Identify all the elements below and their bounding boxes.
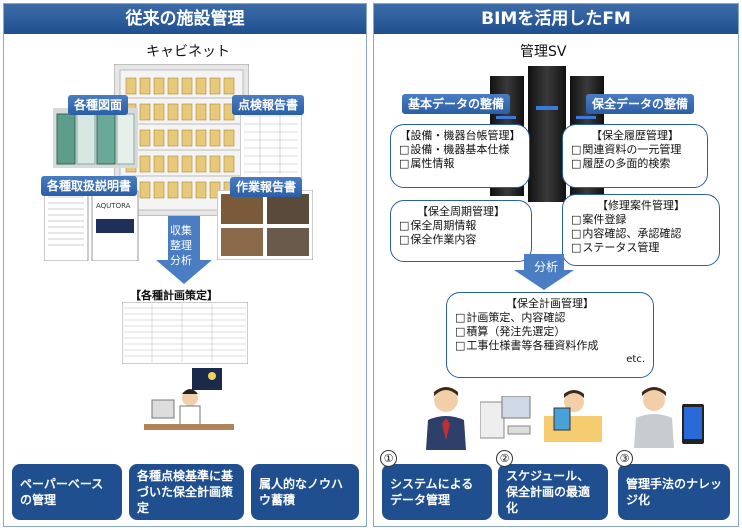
worker-image [634, 387, 674, 448]
maintenance-cycle-line-2: 保全作業内容 [399, 233, 523, 247]
equipment-ledger-box: 【設備・機器台帳管理】 設備・機器基本仕様 属性情報 [390, 124, 530, 188]
maintenance-history-title: 【保全履歴管理】 [591, 129, 679, 142]
right-bottom-box-3: 管理手法のナレッジ化 [618, 464, 730, 520]
manuals-image [44, 189, 139, 261]
left-panel: 従来の施設管理 キャビネット 各種図面 [3, 3, 367, 527]
right-bottom-box-3-number: ③ [616, 450, 633, 467]
left-bottom-box-2-text: 各種点検基準に基づいた保全計画策定 [137, 469, 234, 515]
right-panel: BIMを活用したFM 管理SV 基本データの整備 保全データの整備 【設備・機器… [373, 3, 739, 527]
right-bottom-box-3-text: 管理手法のナレッジ化 [626, 477, 723, 507]
right-bottom-box-1-text: システムによるデータ管理 [390, 477, 474, 507]
collect-label-1: 収集 [170, 224, 192, 237]
inspection-report-image [240, 108, 302, 178]
maintenance-data-callout: 保全データの整備 [586, 94, 695, 114]
maintenance-cycle-title: 【保全周期管理】 [417, 205, 505, 218]
analysis-label: 分析 [534, 260, 559, 274]
maintenance-plan-title: 【保全計画管理】 [506, 297, 594, 310]
maintenance-plan-line-1: 計画策定、内容確認 [455, 311, 645, 325]
repair-case-line-3: ステータス管理 [571, 241, 711, 255]
right-bottom-box-2-text: スケジュール、保全計画の最適化 [506, 469, 591, 515]
plan-title: 【各種計画策定】 [130, 289, 218, 302]
equipment-ledger-line-2: 属性情報 [399, 157, 521, 171]
left-bottom-box-3: 属人的なノウハウ蓄積 [251, 464, 359, 520]
plan-document-image [122, 302, 248, 364]
repair-case-box: 【修理案件管理】 案件登録 内容確認、承認確認 ステータス管理 [562, 194, 720, 266]
maintenance-plan-line-2: 積算（発注先選定） [455, 325, 645, 339]
maintenance-plan-etc: etc. [626, 354, 645, 365]
left-bottom-box-1: ペーパーベースの管理 [12, 464, 122, 520]
maintenance-cycle-line-1: 保全周期情報 [399, 219, 523, 233]
collect-label-2: 整理 [170, 239, 192, 252]
left-bottom-box-1-text: ペーパーベースの管理 [20, 477, 104, 507]
worker-at-desk-image [144, 368, 234, 430]
smartphone-image [682, 404, 704, 444]
cabinet-image [114, 64, 249, 216]
basic-data-callout: 基本データの整備 [402, 94, 511, 114]
maintenance-history-line-1: 関連資料の一元管理 [571, 143, 699, 157]
left-bottom-box-3-text: 属人的なノウハウ蓄積 [259, 477, 344, 507]
cabinet-label: キャビネット [146, 44, 230, 60]
maintenance-history-box: 【保全履歴管理】 関連資料の一元管理 履歴の多面的検索 [562, 124, 708, 188]
businessman-image [426, 387, 466, 450]
right-bottom-box-2: スケジュール、保全計画の最適化 [498, 464, 608, 520]
maintenance-cycle-box: 【保全周期管理】 保全周期情報 保全作業内容 [390, 200, 532, 262]
work-report-callout: 作業報告書 [230, 177, 303, 197]
left-panel-title: 従来の施設管理 [4, 4, 366, 34]
inspection-report-callout: 点検報告書 [232, 95, 305, 115]
manual-cover-text: AQUTORA [96, 202, 131, 210]
collect-arrow [156, 216, 212, 284]
server-label: 管理SV [520, 44, 567, 60]
right-panel-title: BIMを活用したFM [374, 4, 738, 34]
computer-image [480, 396, 531, 439]
collect-label-3: 分析 [170, 254, 192, 267]
drawings-image [53, 108, 138, 168]
maintenance-history-line-2: 履歴の多面的検索 [571, 157, 699, 171]
repair-case-line-1: 案件登録 [571, 213, 711, 227]
drawings-callout: 各種図面 [68, 95, 129, 115]
right-bottom-box-1-number: ① [380, 450, 397, 467]
repair-case-line-2: 内容確認、承認確認 [571, 227, 711, 241]
equipment-ledger-line-1: 設備・機器基本仕様 [399, 143, 521, 157]
manuals-callout: 各種取扱説明書 [41, 176, 138, 196]
repair-case-title: 【修理案件管理】 [597, 199, 685, 212]
tablet-user-image [544, 390, 602, 442]
analysis-arrow [514, 254, 574, 290]
right-bottom-box-2-number: ② [496, 450, 513, 467]
maintenance-plan-box: 【保全計画管理】 計画策定、内容確認 積算（発注先選定） 工事仕様書等各種資料作… [446, 292, 654, 378]
equipment-ledger-title: 【設備・機器台帳管理】 [399, 129, 521, 142]
left-bottom-box-2: 各種点検基準に基づいた保全計画策定 [129, 464, 244, 520]
maintenance-plan-line-3: 工事仕様書等各種資料作成 [455, 339, 645, 353]
right-bottom-box-1: システムによるデータ管理 [382, 464, 492, 520]
work-report-image [217, 190, 313, 260]
